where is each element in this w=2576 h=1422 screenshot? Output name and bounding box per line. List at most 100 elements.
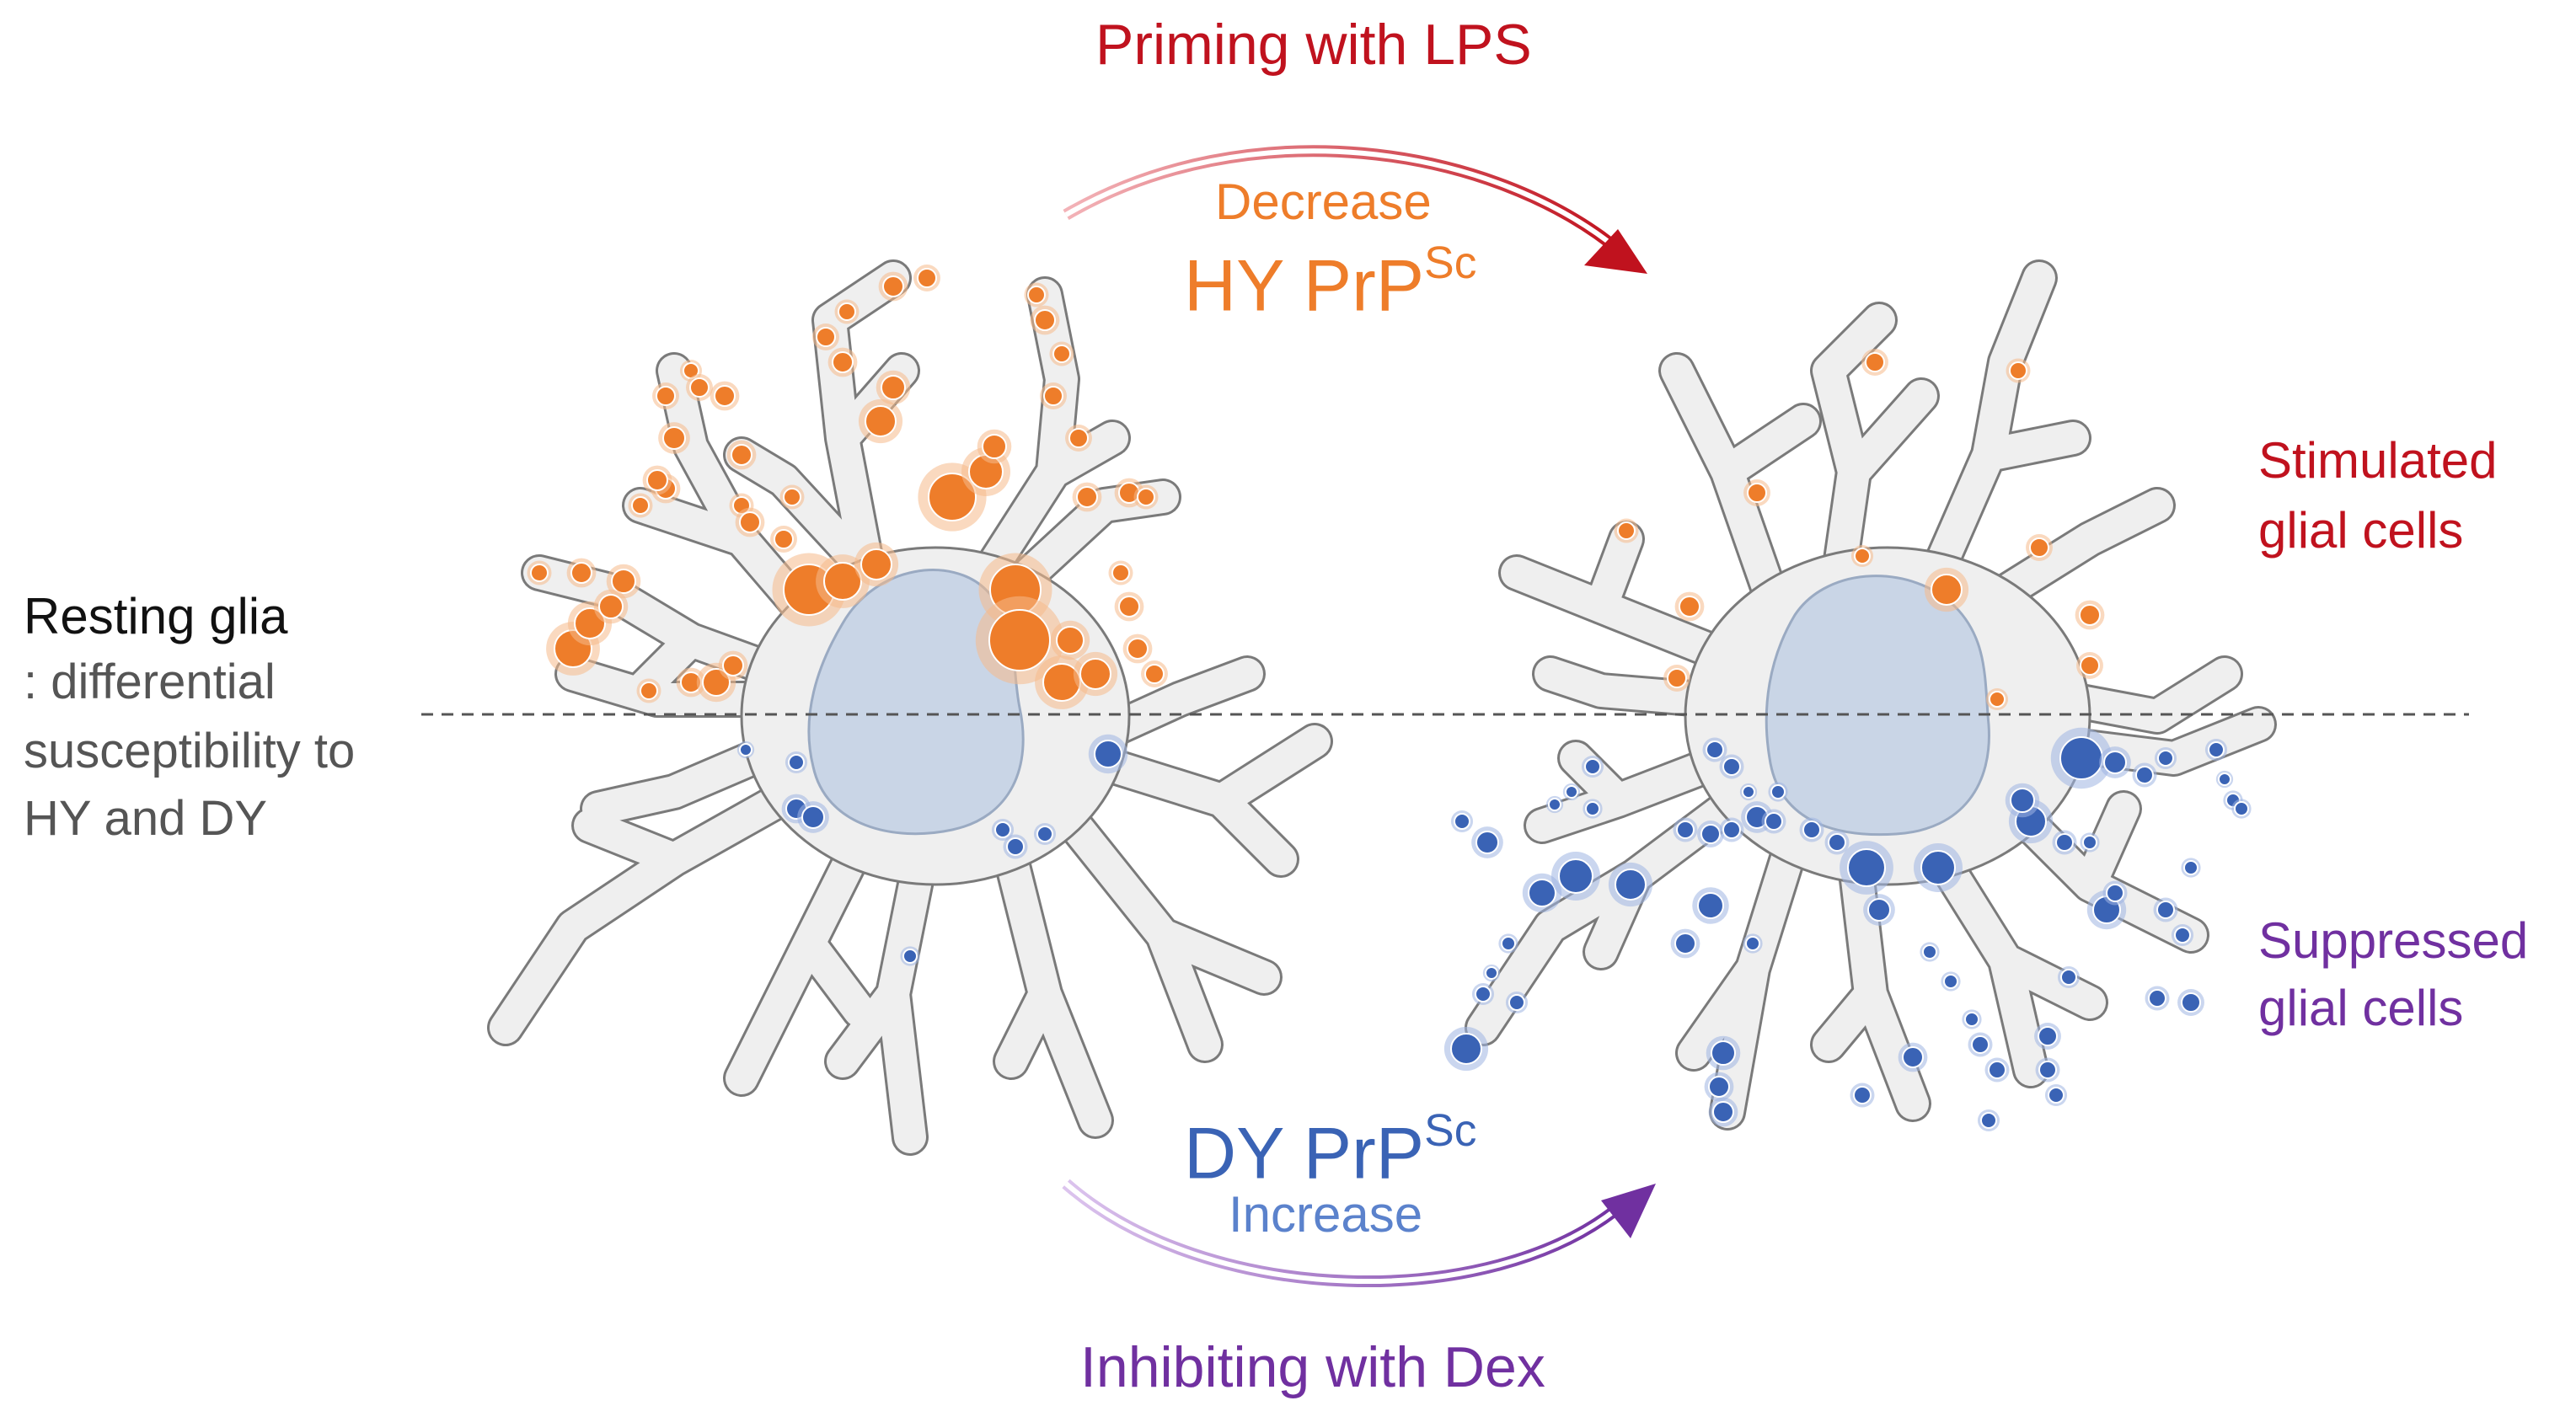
- dy-prp-granules-resting: [736, 734, 1128, 966]
- sc-superscript: Sc: [1424, 238, 1477, 288]
- hy-prp-granule: [816, 327, 836, 347]
- dy-prp-granule: [1922, 944, 1937, 960]
- dy-prp-granule: [1711, 1040, 1736, 1066]
- dy-prp-granule: [1485, 966, 1498, 980]
- stimulated-label-line2: glial cells: [2258, 502, 2464, 559]
- dy-prp-granule: [1674, 933, 1696, 954]
- hy-prp-granule: [928, 473, 977, 521]
- nucleus: [1765, 575, 1990, 837]
- dy-prp-granule: [1475, 831, 1499, 854]
- dy-prp-granule: [1706, 740, 1724, 759]
- hy-prp-granule: [1865, 352, 1885, 372]
- hy-prp-granule: [774, 529, 794, 549]
- hy-prpsc-label: HY PrPSc: [1184, 240, 1476, 324]
- hy-prp-granule: [1043, 386, 1063, 406]
- dy-prp-granule: [2135, 766, 2154, 784]
- hy-prp-granule: [1617, 521, 1636, 540]
- hy-prp-granule: [1076, 486, 1098, 508]
- resting-desc-line2: susceptibility to: [24, 724, 356, 778]
- dy-prp-granule: [1676, 821, 1695, 839]
- hy-prp-granule: [917, 268, 937, 288]
- hy-prp-granule: [1679, 596, 1700, 617]
- hy-prp-granule: [823, 562, 862, 601]
- dy-prp-granule: [1501, 936, 1516, 951]
- dy-prp-granule: [1943, 974, 1958, 989]
- dy-prp-granule: [1528, 879, 1556, 907]
- dy-prp-granule: [1615, 869, 1647, 901]
- dy-prp-granule: [2060, 969, 2077, 986]
- hy-prp-granule: [714, 385, 736, 407]
- dy-prp-granule: [2156, 901, 2175, 919]
- hy-prp-granule: [1747, 483, 1767, 503]
- hy-prp-granules-primed: [1614, 349, 2105, 711]
- dy-prp-text: DY PrP: [1184, 1113, 1425, 1195]
- dy-prp-granule: [1565, 785, 1578, 799]
- curved-arrow-icon: [1063, 145, 1647, 274]
- hy-prp-granule: [611, 569, 636, 594]
- hy-prp-granule: [530, 564, 549, 582]
- dy-prp-granule: [1697, 892, 1724, 919]
- dy-prp-granule: [2183, 860, 2198, 875]
- hy-prp-granule: [988, 609, 1051, 671]
- dy-prp-granule: [2048, 1087, 2065, 1104]
- hy-prp-granule: [2079, 604, 2101, 626]
- hy-prp-granule: [631, 496, 650, 515]
- hy-prp-granule: [1854, 548, 1871, 564]
- dy-prp-granule: [1964, 1012, 1979, 1027]
- dy-prp-granule: [2208, 741, 2225, 758]
- dy-prp-granule: [2218, 772, 2231, 786]
- dy-prp-granule: [2103, 751, 2127, 774]
- stimulated-label-line1: Stimulated: [2258, 432, 2498, 489]
- dy-prp-granule: [1988, 1061, 2006, 1079]
- dy-prp-granules-primed: [1443, 727, 2252, 1132]
- dy-prp-granule: [1508, 994, 1525, 1011]
- resting-desc-line1: : differential: [24, 655, 276, 709]
- dy-prp-granule: [1475, 986, 1492, 1002]
- hy-prp-granule: [2080, 655, 2100, 676]
- primed-glial-cell: [1465, 259, 2277, 1131]
- dy-prpsc-label: DY PrPSc: [1184, 1108, 1476, 1192]
- dy-prp-granule: [1700, 824, 1721, 844]
- dy-prp-granule: [2157, 750, 2174, 767]
- hy-prp-granule: [1079, 658, 1111, 690]
- hy-prp-granule: [662, 426, 686, 450]
- hy-prp-granule: [1118, 596, 1140, 617]
- dy-prp-granule: [1454, 813, 1470, 830]
- resting-glial-cell: [487, 259, 1333, 1156]
- dy-prp-granule: [1971, 1035, 1990, 1054]
- dy-prp-granule: [1765, 812, 1783, 831]
- dy-prp-granule: [2038, 1061, 2057, 1079]
- dy-prp-granule: [1558, 858, 1593, 894]
- hy-prp-granule: [1052, 345, 1071, 363]
- increase-label: Increase: [1229, 1186, 1423, 1243]
- inhibiting-label: Inhibiting with Dex: [1080, 1335, 1545, 1399]
- hy-prp-granule: [656, 386, 676, 406]
- dy-prp-granule: [1006, 837, 1025, 856]
- hy-prp-granule: [2009, 361, 2027, 380]
- hy-prp-granule: [982, 434, 1007, 459]
- suppressed-label-line2: glial cells: [2258, 980, 2464, 1036]
- hy-prp-granule: [1034, 309, 1056, 331]
- dy-prp-granule: [1745, 936, 1760, 951]
- dy-prp-granule: [1585, 801, 1600, 816]
- hy-prp-granule: [1667, 668, 1687, 688]
- suppressed-label-line1: Suppressed: [2258, 912, 2529, 969]
- hy-prp-granule: [832, 351, 854, 373]
- curved-arrow-icon: [1062, 1179, 1656, 1288]
- dy-prp-granule: [2038, 1026, 2058, 1046]
- dy-prp-granule: [1828, 833, 1846, 852]
- dy-prp-granule: [1902, 1046, 1924, 1068]
- nucleus: [807, 569, 1025, 836]
- dy-prp-granule: [1450, 1033, 1482, 1065]
- hy-prp-granule: [860, 548, 892, 580]
- decrease-label: Decrease: [1215, 174, 1432, 230]
- dy-prp-granule: [788, 754, 805, 771]
- priming-label: Priming with LPS: [1095, 13, 1532, 77]
- dy-prp-granule: [902, 949, 918, 964]
- dy-prp-granule: [2082, 835, 2097, 850]
- dy-prp-granule: [801, 805, 825, 829]
- dy-prp-granule: [1722, 821, 1741, 839]
- dy-prp-granule: [2055, 833, 2074, 852]
- dy-prp-granule: [1742, 785, 1755, 799]
- dy-prp-granule: [1584, 758, 1601, 775]
